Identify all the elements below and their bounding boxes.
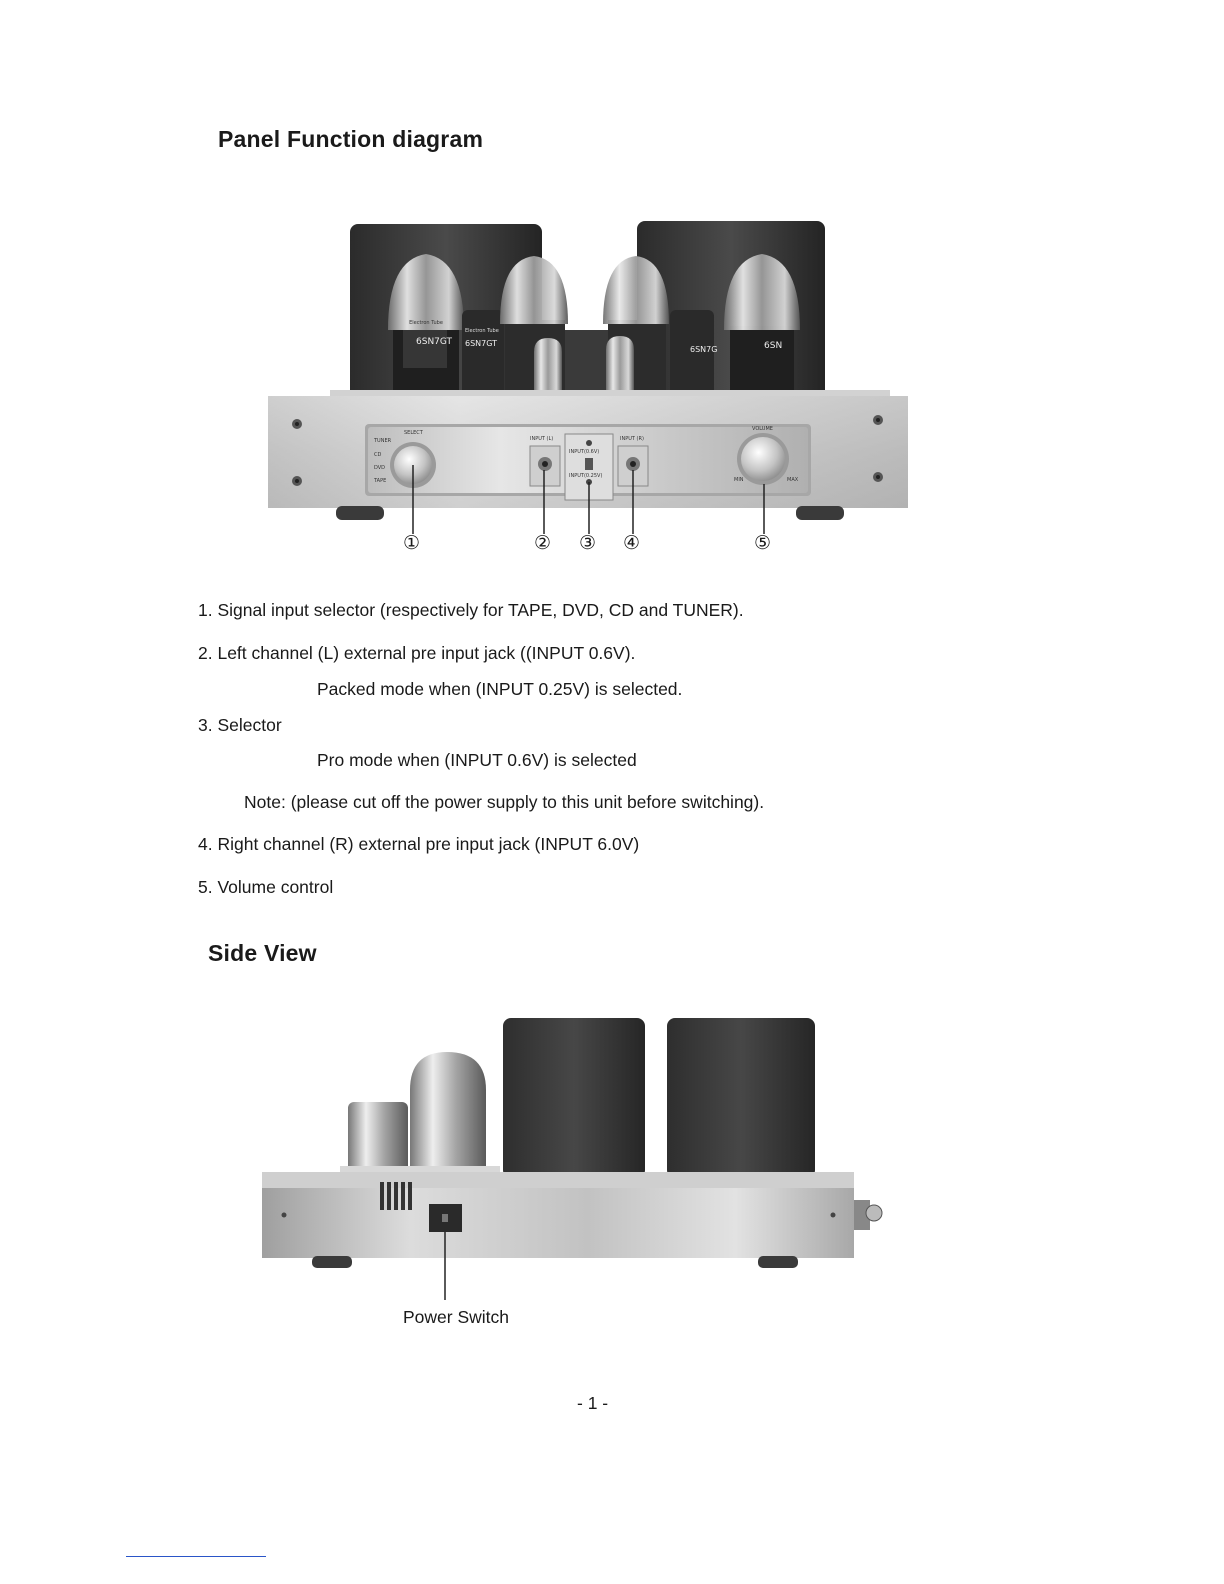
side-tube-small — [348, 1102, 408, 1182]
list-item-2: 2. Left channel (L) external pre input j… — [198, 643, 636, 663]
svg-text:DVD: DVD — [374, 465, 385, 471]
section-title-side: Side View — [208, 940, 317, 966]
input-l-jack: INPUT (L) — [529, 436, 561, 487]
list-item-2-sub: Packed mode when (INPUT 0.25V) is select… — [317, 679, 683, 699]
side-transformer-1 — [503, 1018, 645, 1178]
tube-1: Electron Tube 6SN7GT — [388, 254, 464, 402]
callout-2: ② — [534, 532, 552, 554]
tube-2: Electron Tube 6SN7GT — [462, 310, 504, 400]
side-transformer-2 — [667, 1018, 815, 1178]
tube-5: 6SN7G — [670, 310, 717, 400]
tube-6: 6SN — [724, 254, 800, 402]
section-title-panel: Panel Function diagram — [218, 126, 484, 152]
svg-text:MAX: MAX — [787, 477, 799, 483]
svg-text:INPUT(0.6V): INPUT(0.6V) — [569, 449, 599, 455]
svg-text:TUNER: TUNER — [373, 438, 392, 444]
callout-5: ⑤ — [754, 532, 772, 554]
side-tube-large — [410, 1052, 486, 1170]
svg-text:INPUT (R): INPUT (R) — [620, 436, 644, 442]
svg-text:SELECT: SELECT — [404, 430, 424, 436]
list-item-3: 3. Selector — [198, 715, 282, 735]
page-number: - 1 - — [577, 1393, 609, 1413]
small-tube-right — [606, 336, 634, 392]
svg-text:6SN7GT: 6SN7GT — [465, 339, 497, 348]
svg-text:INPUT (L): INPUT (L) — [530, 436, 553, 442]
power-switch-label: Power Switch — [403, 1307, 510, 1327]
small-tube-left — [534, 338, 562, 392]
svg-text:6SN: 6SN — [764, 341, 782, 351]
list-item-5: 5. Volume control — [198, 877, 334, 897]
svg-text:Electron Tube: Electron Tube — [465, 328, 499, 334]
svg-text:MIN: MIN — [734, 477, 744, 483]
callout-4: ④ — [623, 532, 641, 554]
side-view-photo — [262, 1018, 883, 1300]
callout-3: ③ — [579, 532, 597, 554]
svg-text:6SN7GT: 6SN7GT — [416, 337, 453, 347]
svg-text:Electron Tube: Electron Tube — [409, 320, 443, 326]
callout-1: ① — [403, 532, 421, 554]
svg-text:INPUT(0.25V): INPUT(0.25V) — [569, 473, 602, 479]
vent-slots — [380, 1182, 412, 1210]
list-item-4: 4. Right channel (R) external pre input … — [198, 834, 640, 854]
svg-text:6SN7G: 6SN7G — [690, 345, 717, 354]
list-item-3-sub: Pro mode when (INPUT 0.6V) is selected — [317, 750, 637, 770]
svg-text:VOLUME: VOLUME — [752, 426, 773, 432]
callout-lines — [412, 465, 765, 534]
side-chassis — [262, 1188, 854, 1258]
footer-rule — [126, 1556, 266, 1557]
note-text: Note: (please cut off the power supply t… — [244, 792, 765, 812]
list-item-1: 1. Signal input selector (respectively f… — [198, 600, 744, 620]
svg-text:CD: CD — [374, 452, 381, 458]
volume-knob: VOLUME MIN MAX — [734, 426, 799, 485]
svg-text:TAPE: TAPE — [373, 478, 386, 484]
front-panel-photo: Electron Tube 6SN7GT Electron Tube 6SN7G… — [268, 221, 908, 534]
